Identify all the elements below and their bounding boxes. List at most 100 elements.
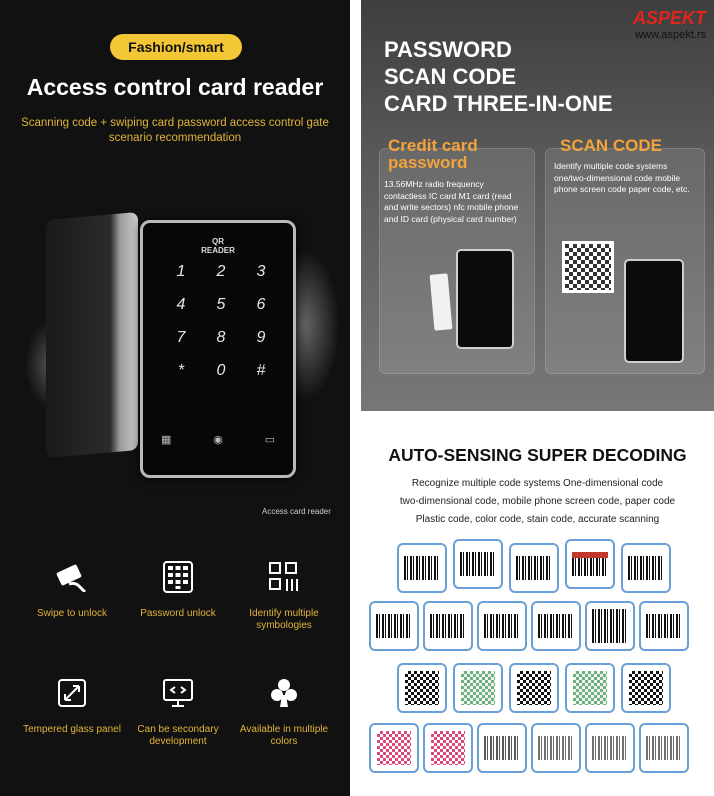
code-sample-barcode	[585, 601, 635, 651]
code-sample-barcode	[585, 723, 635, 773]
barcode-image	[404, 556, 440, 580]
credit-card-title-line: password	[388, 153, 468, 172]
fingerprint-icon: ◉	[213, 434, 223, 446]
qr-image	[405, 671, 439, 705]
heading-line: SCAN CODE	[384, 64, 517, 89]
code-sample-barcode	[565, 539, 615, 589]
club-icon	[264, 676, 304, 710]
credit-card-body: 13.56MHz radio frequency contactless IC …	[384, 179, 519, 224]
qr-scan-icon	[264, 560, 304, 594]
decoding-panel: AUTO-SENSING SUPER DECODING Recognize mu…	[361, 423, 714, 796]
qr-image	[629, 671, 663, 705]
fashion-badge: Fashion/smart	[110, 34, 242, 60]
key-3: 3	[256, 263, 266, 280]
code-sample-barcode	[369, 601, 419, 651]
key-5: 5	[216, 296, 226, 313]
barcode-image	[484, 614, 520, 638]
device-image	[624, 259, 684, 363]
qr-image	[377, 731, 411, 765]
key-2: 2	[216, 263, 226, 280]
decoding-title: AUTO-SENSING SUPER DECODING	[388, 445, 687, 465]
barcode-image	[484, 736, 520, 760]
feature-label: Password unlock	[140, 608, 216, 619]
aspekt-logo: ASPEKT www.aspekt.rs	[594, 8, 706, 41]
feature-symbologies: Identify multiple symbologies	[229, 560, 339, 632]
desc-line: two-dimensional code, mobile phone scree…	[399, 496, 676, 507]
feature-swipe: Swipe to unlock	[17, 560, 127, 620]
feature-label: Can be secondary development	[137, 724, 219, 747]
expand-arrows-icon	[52, 676, 92, 710]
scan-code-box: SCAN CODE Identify multiple code systems…	[545, 137, 705, 374]
scan-code-title: SCAN CODE	[560, 136, 663, 155]
qr-image	[573, 671, 607, 705]
credit-card-title: Credit card password	[388, 137, 478, 171]
code-sample-barcode	[423, 601, 473, 651]
feature-label: Available in multiple colors	[239, 724, 329, 747]
credit-card-title-line: Credit card	[388, 136, 478, 155]
feature-label: Tempered glass panel	[23, 724, 121, 735]
left-panel: Fashion/smart Access control card reader…	[0, 0, 350, 796]
key-1: 1	[176, 263, 186, 280]
barcode-image	[516, 556, 552, 580]
decoding-description: Recognize multiple code systems One-dime…	[361, 475, 714, 529]
feature-glass: Tempered glass panel	[17, 676, 127, 736]
feature-label: Swipe to unlock	[36, 608, 108, 619]
feature-password: Password unlock	[123, 560, 233, 620]
device-illustration: QR READER 1 2 3 4 5 6 7 8 9 * 0 # ▦ ◉ ▭	[25, 210, 340, 490]
barcode-image	[460, 552, 496, 576]
key-star: *	[177, 362, 185, 379]
code-sample-qr	[509, 663, 559, 713]
code-sample-barcode	[639, 601, 689, 651]
device-brand: QR READER	[143, 237, 293, 255]
credit-card-box: Credit card password 13.56MHz radio freq…	[379, 137, 535, 374]
code-sample-barcode	[531, 601, 581, 651]
key-4: 4	[176, 296, 186, 313]
device-bottom-icons: ▦ ◉ ▭	[161, 433, 275, 446]
key-8: 8	[216, 329, 226, 346]
card-in-hand	[429, 273, 453, 331]
barcode-image	[646, 736, 682, 760]
heading-line: CARD THREE-IN-ONE	[384, 91, 613, 116]
three-in-one-panel: PASSWORD SCAN CODE CARD THREE-IN-ONE ASP…	[361, 0, 714, 411]
feature-colors: Available in multiple colors	[229, 676, 339, 748]
key-hash: #	[256, 362, 266, 379]
barcode-image	[592, 736, 628, 760]
code-sample-qr	[397, 663, 447, 713]
logo-url: www.aspekt.rs	[635, 29, 706, 41]
feature-label: Identify multiple symbologies	[249, 608, 319, 631]
code-sample-barcode	[621, 543, 671, 593]
qr-code-image	[562, 241, 614, 293]
barcode-image	[646, 614, 682, 638]
code-sample-barcode	[639, 723, 689, 773]
barcode-image	[572, 552, 608, 576]
code-sample-barcode	[509, 543, 559, 593]
code-sample-barcode	[531, 723, 581, 773]
device-image	[456, 249, 514, 349]
device-caption: Access card reader	[262, 507, 331, 516]
barcode-image	[592, 609, 628, 643]
barcode-image	[376, 614, 412, 638]
desc-line: Recognize multiple code systems One-dime…	[411, 478, 664, 489]
key-0: 0	[216, 362, 226, 379]
page-title: Access control card reader	[26, 74, 324, 100]
keypad: 1 2 3 4 5 6 7 8 9 * 0 #	[161, 263, 281, 380]
qr-icon: ▦	[161, 434, 172, 446]
code-sample-qr	[565, 663, 615, 713]
code-sample-qr	[621, 663, 671, 713]
code-sample-qr	[369, 723, 419, 773]
key-7: 7	[176, 329, 186, 346]
heading-line: PASSWORD	[384, 37, 512, 62]
barcode-image	[538, 614, 574, 638]
feature-development: Can be secondary development	[123, 676, 233, 748]
qr-image	[517, 671, 551, 705]
code-sample-qr	[423, 723, 473, 773]
code-sample-barcode	[477, 723, 527, 773]
subtitle: Scanning code + swiping card password ac…	[21, 117, 329, 144]
scan-code-body: Identify multiple code systems one/two-d…	[554, 161, 690, 194]
logo-text: ASPEKT	[632, 8, 706, 28]
key-9: 9	[256, 329, 266, 346]
keypad-icon	[158, 560, 198, 594]
code-sample-barcode	[397, 543, 447, 593]
device-brand-top: QR	[212, 237, 224, 246]
qr-image	[431, 731, 465, 765]
